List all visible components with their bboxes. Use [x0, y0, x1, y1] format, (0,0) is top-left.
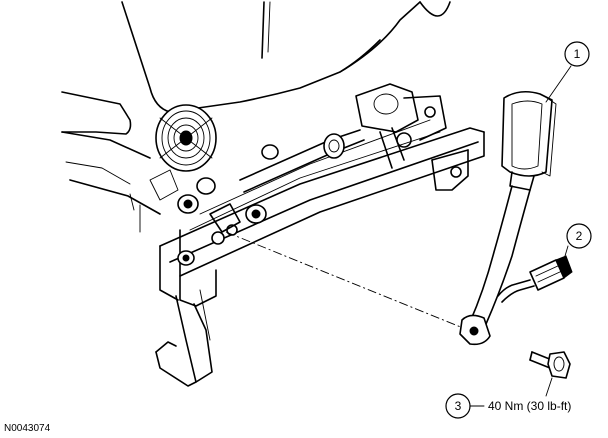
- alignment-line: [225, 231, 469, 331]
- callout-2-label: 2: [576, 229, 583, 243]
- callout-3: 3 40 Nm (30 lb-ft): [445, 393, 571, 419]
- callout-1-label: 1: [574, 47, 581, 61]
- callout-1: 1: [564, 41, 590, 67]
- callout-3-label: 3: [455, 399, 462, 413]
- figure-id: N0043074: [4, 423, 51, 434]
- buckle-wiring-connector: [497, 255, 573, 303]
- buckle-bolt: [529, 351, 571, 379]
- recliner-handwheel: [155, 104, 217, 172]
- seat-track-assembly: [149, 83, 485, 387]
- torque-spec: 40 Nm (30 lb-ft): [488, 399, 571, 413]
- leader-lines: [469, 65, 572, 407]
- seat-cushion-outline: [61, 1, 451, 233]
- callout-2: 2: [566, 223, 592, 249]
- seat-belt-buckle: [459, 90, 557, 346]
